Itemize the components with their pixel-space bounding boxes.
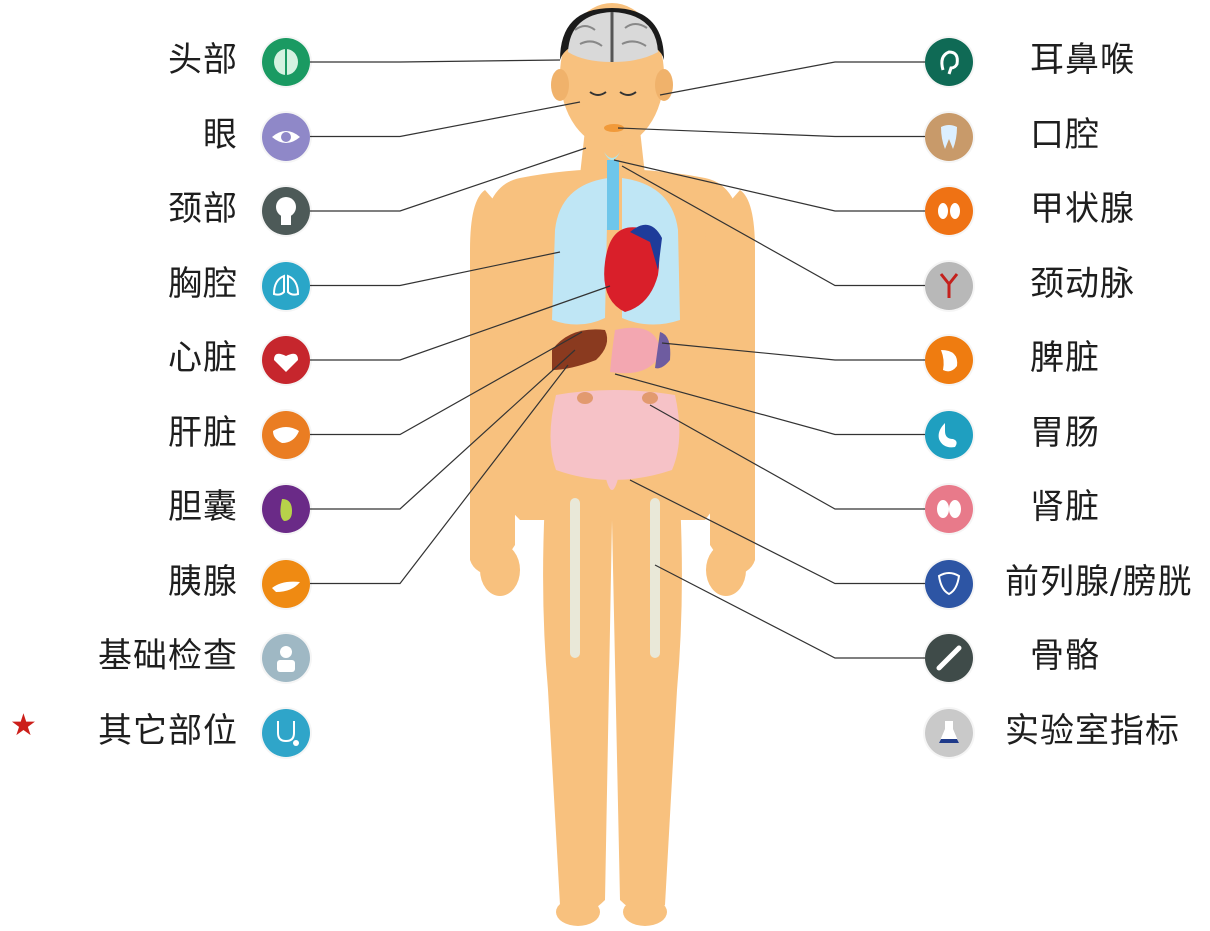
label-carotid[interactable]: 颈动脉: [1030, 264, 1135, 304]
label-lab[interactable]: 实验室指标: [1005, 711, 1180, 751]
label-spleen[interactable]: 脾脏: [1030, 338, 1100, 378]
spleen-icon[interactable]: [925, 336, 973, 384]
label-head[interactable]: 头部: [168, 40, 238, 80]
label-thyroid[interactable]: 甲状腺: [1030, 189, 1135, 229]
ear-icon[interactable]: [925, 38, 973, 86]
label-gallbladder[interactable]: 胆囊: [168, 487, 238, 527]
stethoscope-icon[interactable]: [262, 709, 310, 757]
pancreas-icon[interactable]: [262, 560, 310, 608]
kidney-icon[interactable]: [925, 485, 973, 533]
label-kidney[interactable]: 肾脏: [1030, 487, 1100, 527]
brain: [560, 8, 664, 62]
label-liver[interactable]: 肝脏: [168, 413, 238, 453]
label-bone[interactable]: 骨骼: [1030, 636, 1100, 676]
tooth-icon[interactable]: [925, 113, 973, 161]
label-pancreas[interactable]: 胰腺: [168, 562, 238, 602]
neck-icon[interactable]: [262, 187, 310, 235]
label-eye[interactable]: 眼: [203, 115, 238, 155]
heart-icon[interactable]: [262, 336, 310, 384]
flask-icon[interactable]: [925, 709, 973, 757]
label-prostate[interactable]: 前列腺/膀胱: [1005, 562, 1192, 602]
label-stomach[interactable]: 胃肠: [1030, 413, 1100, 453]
prostate-icon[interactable]: [925, 560, 973, 608]
stomach-icon[interactable]: [925, 411, 973, 459]
label-oral[interactable]: 口腔: [1030, 115, 1100, 155]
lungs-icon[interactable]: [262, 262, 310, 310]
gallbladder-icon[interactable]: [262, 485, 310, 533]
star-marker: ★: [10, 708, 37, 743]
brain-icon[interactable]: [262, 38, 310, 86]
bone-icon[interactable]: [925, 634, 973, 682]
label-heart[interactable]: 心脏: [168, 338, 238, 378]
label-neck[interactable]: 颈部: [168, 189, 238, 229]
doctor-icon[interactable]: [262, 634, 310, 682]
liver-icon[interactable]: [262, 411, 310, 459]
thyroid-icon[interactable]: [925, 187, 973, 235]
label-chest[interactable]: 胸腔: [168, 264, 238, 304]
artery-icon[interactable]: [925, 262, 973, 310]
label-ent[interactable]: 耳鼻喉: [1030, 40, 1135, 80]
label-other[interactable]: 其它部位: [98, 711, 238, 751]
eye-icon[interactable]: [262, 113, 310, 161]
label-basic[interactable]: 基础检查: [98, 636, 238, 676]
